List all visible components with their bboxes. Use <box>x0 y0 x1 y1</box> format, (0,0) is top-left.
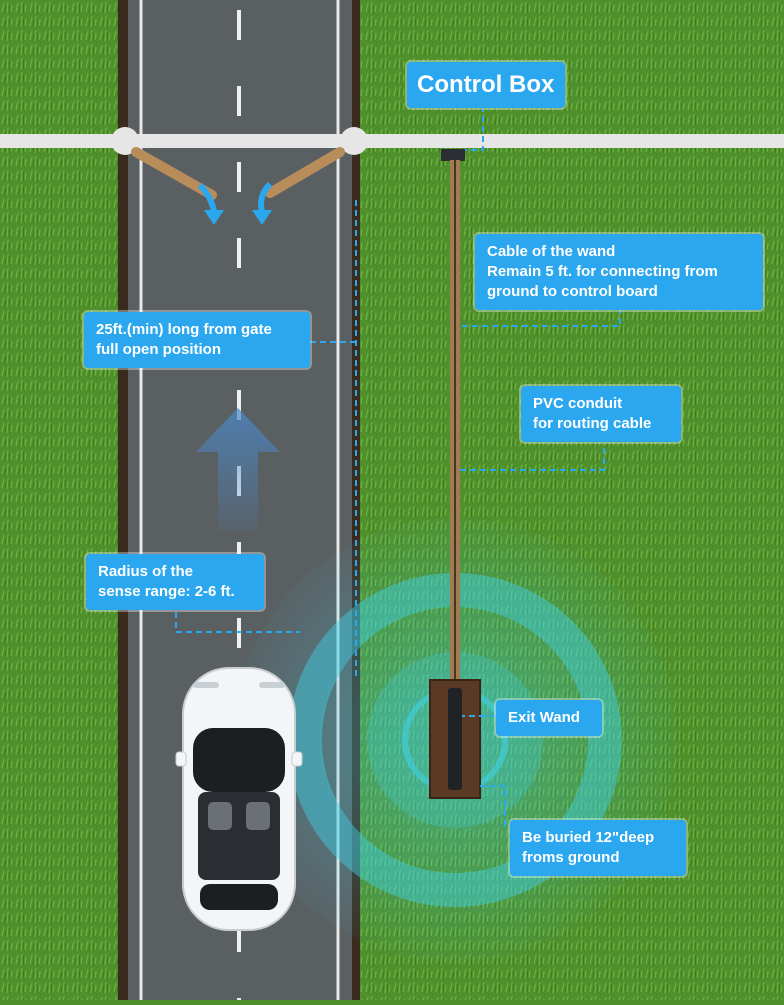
leader-cable <box>460 308 621 327</box>
car-windshield <box>193 728 285 792</box>
leader-radius <box>175 612 300 633</box>
car-mirror-left <box>175 751 187 767</box>
gate-arm-right <box>265 147 345 198</box>
travel-direction-arrow <box>196 408 280 530</box>
gate-swing-arrow-left <box>197 182 217 213</box>
car-headlight-right <box>259 682 285 688</box>
pvc-conduit-label: PVC conduit for routing cable <box>521 386 681 442</box>
buried-label: Be buried 12"deep froms ground <box>510 820 686 876</box>
leader-control-box <box>465 106 484 151</box>
leader-pvc <box>460 448 605 471</box>
gate-swing-arrow-right-head <box>252 210 272 225</box>
gate-swing-arrow-left-head <box>204 210 224 225</box>
exit-wand <box>448 688 462 790</box>
car-rear-window <box>200 884 278 910</box>
leader-buried <box>480 785 506 826</box>
exit-wand-label: Exit Wand <box>496 700 602 736</box>
control-box <box>441 149 465 161</box>
leader-lines <box>175 106 621 826</box>
car-headlight-left <box>193 682 219 688</box>
gate-post-right <box>340 127 368 155</box>
gate-distance-label: 25ft.(min) long from gate full open posi… <box>84 312 310 368</box>
grass-left <box>0 0 128 1000</box>
gate-post-left <box>111 127 139 155</box>
cable-label: Cable of the wand Remain 5 ft. for conne… <box>475 234 763 310</box>
soil-edge-left <box>118 0 130 1000</box>
gate-beam <box>0 134 784 148</box>
radius-label: Radius of the sense range: 2-6 ft. <box>86 554 264 610</box>
gate-swing-arrow-right <box>258 181 273 213</box>
car-mirror-right <box>291 751 303 767</box>
car <box>175 667 303 931</box>
car-seat-right <box>246 802 270 830</box>
control-box-label: Control Box <box>407 62 565 108</box>
car-seat-left <box>208 802 232 830</box>
